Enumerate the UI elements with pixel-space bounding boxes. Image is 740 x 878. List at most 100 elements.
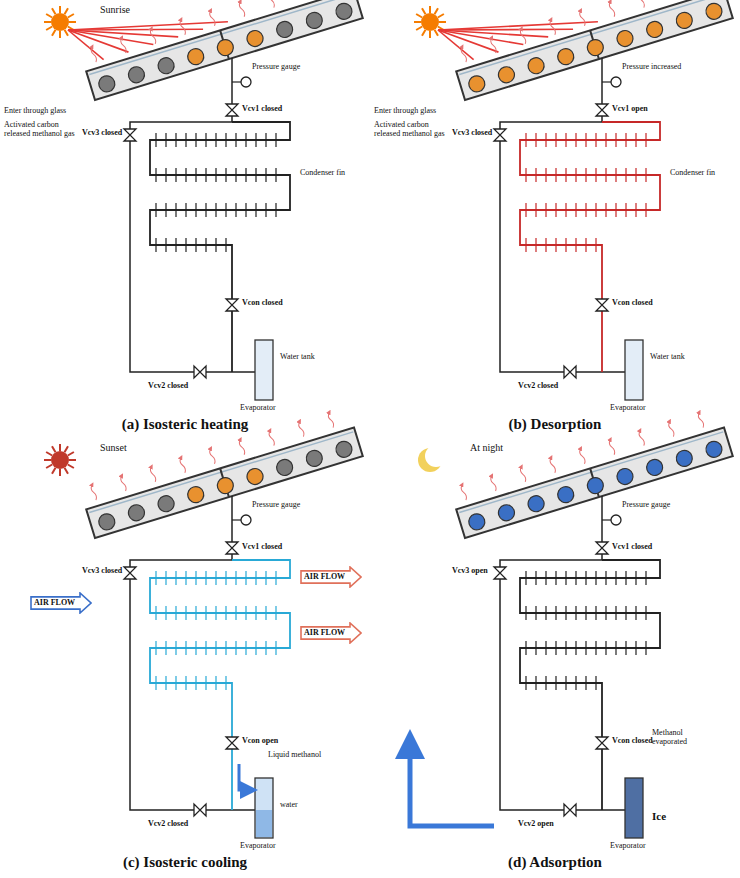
carbon-tube [496,65,516,85]
condenser-fin [565,133,566,147]
condenser-fin [535,238,536,252]
condenser-fin [625,203,626,217]
evaporator-tank [255,340,273,400]
arrow-shape [301,567,361,587]
sun [51,13,69,31]
condenser-fin [165,203,166,217]
condenser-fin [525,168,526,182]
sun-spike [46,14,52,18]
drawing-part [86,427,363,538]
sun-spike [59,469,61,476]
condenser-fin [155,238,156,252]
condenser-fin [265,203,266,217]
drawing-part [89,0,353,75]
condenser-fin [585,168,586,182]
condenser-fin [575,203,576,217]
drawing-part [602,81,611,82]
condenser-fin [545,571,546,585]
condenser-fin [235,133,236,147]
condenser-fin [525,606,526,620]
condenser-fin [185,168,186,182]
condenser-fin [165,606,166,620]
condenser-fin [605,571,606,585]
condenser-fin [595,133,596,147]
condenser-fin [165,168,166,182]
carbon-tube [556,47,576,67]
condenser-fin [215,676,216,690]
valve-symbol [494,567,506,579]
condenser-fin [555,203,556,217]
condenser-fin [595,238,596,252]
condenser-fin [225,238,226,252]
carbon-tube [615,467,635,487]
condenser-fin [205,203,206,217]
part-label: Ice [652,810,666,823]
condenser-fin [595,606,596,620]
evaporator-tank [625,340,643,400]
carbon-tube [645,19,665,39]
sun-spike [416,14,422,18]
sun-spike [59,6,61,13]
moon [425,445,447,467]
sun-spike [429,31,431,38]
heat-loss-mark [327,412,334,428]
sun-spike [439,21,446,23]
condenser-fin [255,571,256,585]
condenser-fin [645,168,646,182]
evaporator-tank [255,778,273,838]
condenser-fin [585,203,586,217]
carbon-tube [186,485,206,505]
valve-symbol [226,542,238,554]
sun-ray [438,30,548,37]
pipe [130,560,255,810]
condenser-fin [635,641,636,655]
condenser-fin [575,641,576,655]
carbon-tube [585,476,605,496]
airflow-arrow: AIR FLOW [300,622,362,644]
condenser-fin [585,641,586,655]
condenser-fin [615,168,616,182]
condenser-fin [205,571,206,585]
carbon-tube [645,457,665,477]
condenser-fin [245,606,246,620]
condenser-fin [215,641,216,655]
part-label: Methanol evaporated [652,728,712,746]
condenser-fin [525,238,526,252]
part-label: Water tank [650,352,695,361]
part-label: Activated carbon released methanol gas [374,120,446,138]
condenser-fin [165,676,166,690]
panel [44,406,363,838]
condenser-fin [195,641,196,655]
condenser-fin [545,168,546,182]
condenser-fin [245,168,246,182]
condenser-fin [565,238,566,252]
sun-spike [435,30,439,36]
panel-caption: (a) Isosteric heating [122,416,249,433]
part-label: Sunset [100,442,127,454]
panel-caption: (b) Desorption [509,416,602,433]
condenser-fin [605,133,606,147]
part-label: Vcv2 open [518,819,554,828]
condenser-fin [255,133,256,147]
part-label: Water tank [280,352,325,361]
condenser-fin [165,641,166,655]
heat-loss-mark [238,1,245,17]
carbon-tube [334,1,354,21]
condenser-fin [255,606,256,620]
condenser-fin [535,133,536,147]
carbon-tube [704,1,724,21]
part-label: At night [470,442,503,454]
condenser-fin [185,571,186,585]
part-label: Vcv1 closed [242,542,282,551]
part-label: Vcv3 closed [82,566,122,575]
condenser-fin [185,641,186,655]
sun-spike [68,452,74,456]
condenser-fin [575,238,576,252]
panel [44,0,363,400]
panel [414,0,733,400]
airflow-arrow: AIR FLOW [30,592,92,614]
condenser-fin [625,168,626,182]
carbon-tube [615,29,635,49]
heat-loss-mark [268,0,275,8]
drawing-part [602,519,611,520]
